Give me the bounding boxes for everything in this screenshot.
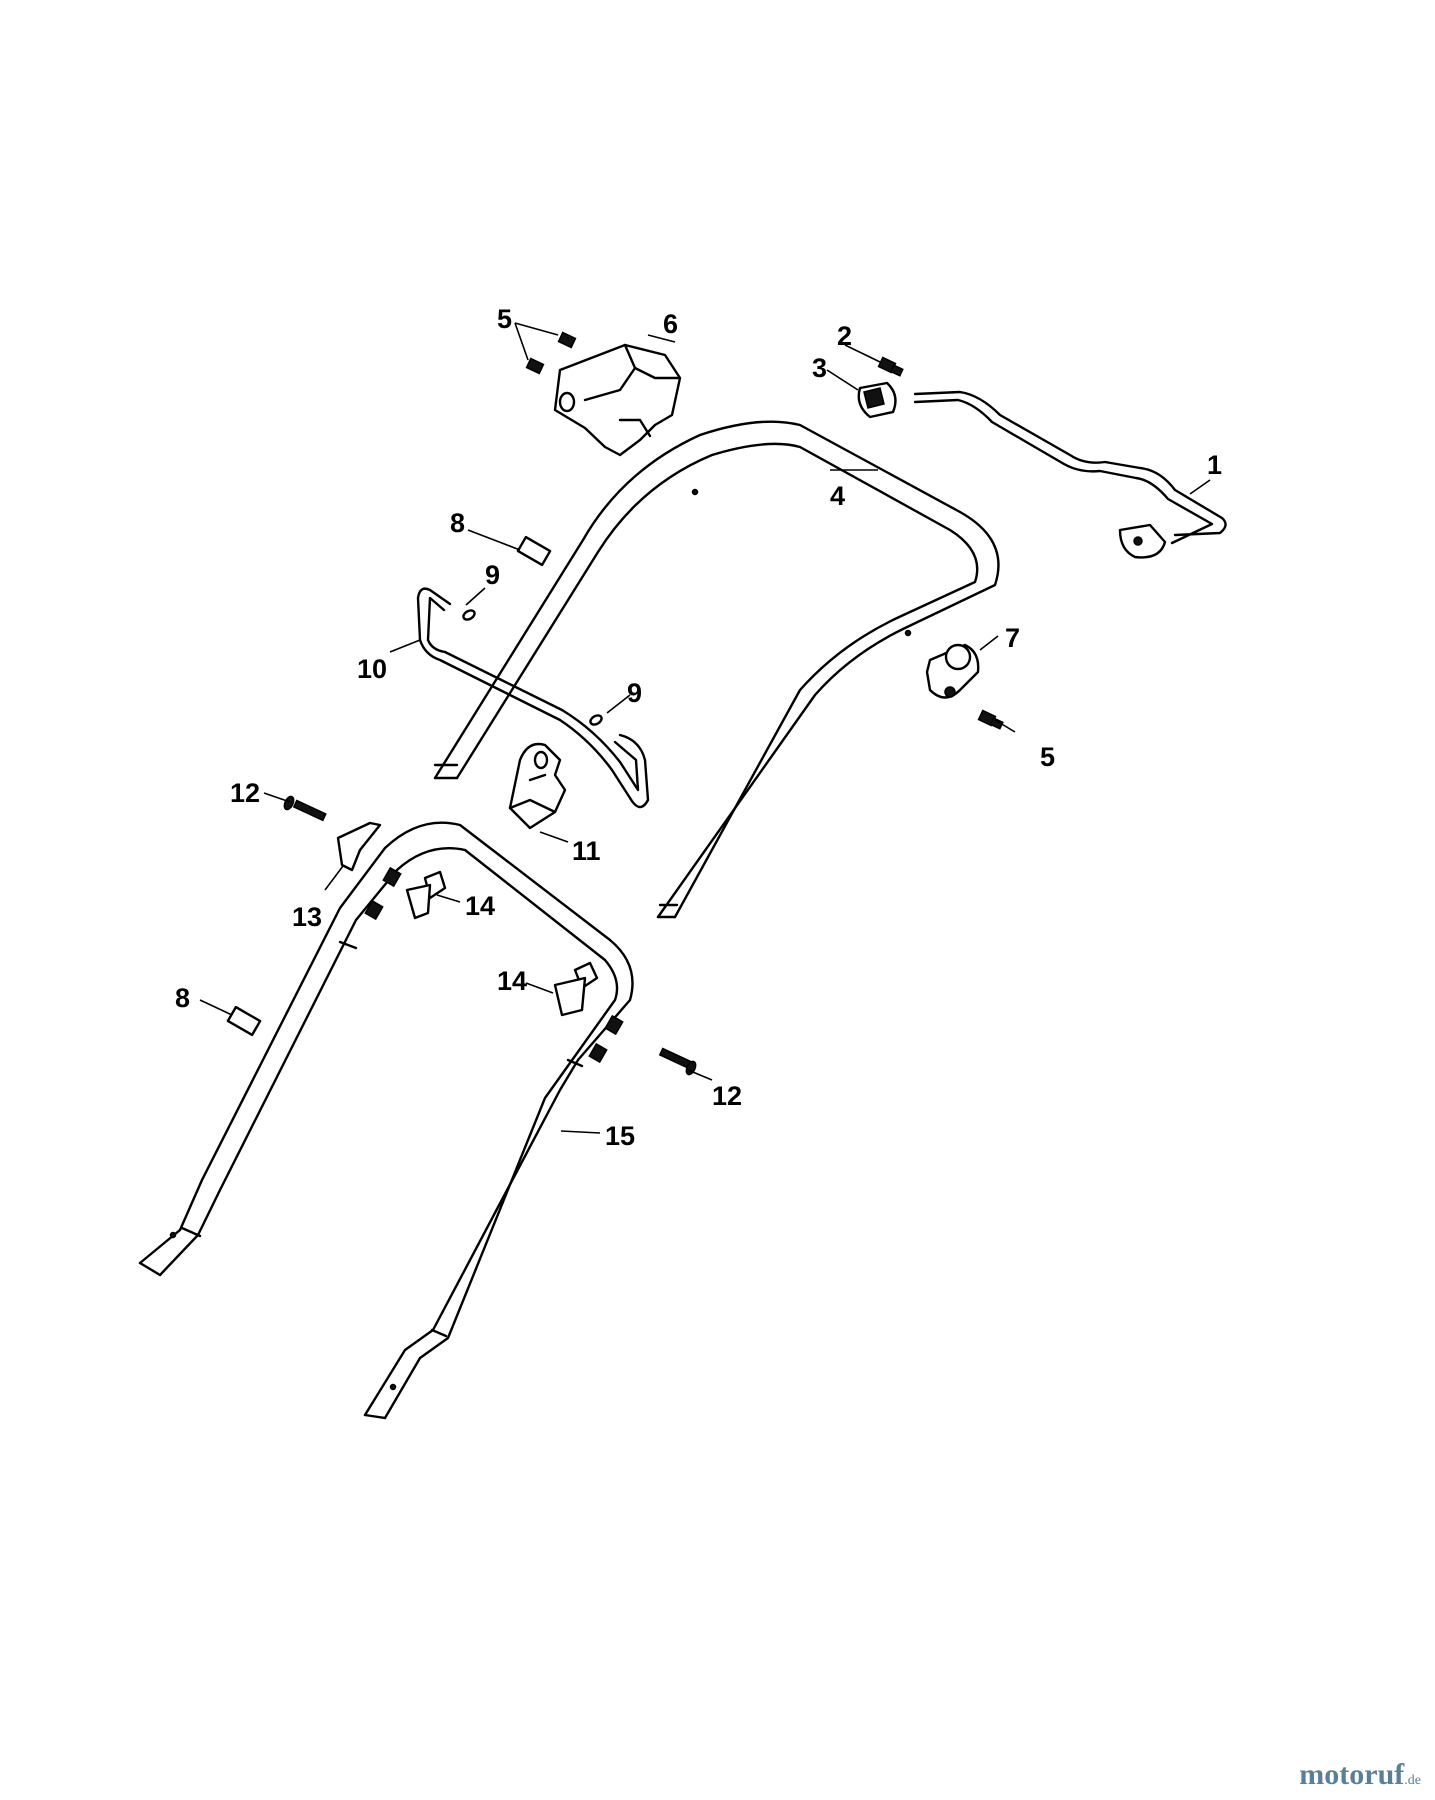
callout-9-lower: 9 bbox=[627, 678, 642, 708]
bolt-part-12-upper bbox=[283, 795, 327, 822]
callout-6: 6 bbox=[663, 309, 678, 339]
leader-lines bbox=[199, 322, 1211, 1134]
callout-8-lower: 8 bbox=[175, 983, 190, 1013]
upper-handle-part-4 bbox=[433, 420, 1000, 919]
clip-part-13 bbox=[336, 821, 382, 872]
clip-part-8-upper bbox=[516, 535, 552, 567]
watermark-tld: .de bbox=[1404, 1773, 1421, 1788]
wing-knob-part-14-lower bbox=[553, 961, 599, 1017]
callout-14-lower: 14 bbox=[497, 966, 527, 996]
clamp-part-7 bbox=[925, 643, 980, 699]
callout-15: 15 bbox=[605, 1121, 635, 1151]
callout-11: 11 bbox=[572, 836, 601, 866]
screw-part-5-top bbox=[525, 331, 577, 375]
callout-1: 1 bbox=[1207, 450, 1222, 480]
control-bail-part-1 bbox=[913, 390, 1227, 559]
lower-handle-part-15 bbox=[138, 821, 634, 1420]
bolt-part-12-lower bbox=[658, 1047, 697, 1076]
washer-part-9 bbox=[462, 609, 603, 726]
callout-8-upper: 8 bbox=[450, 508, 465, 538]
screw-part-5-right bbox=[977, 709, 1004, 730]
clip-part-8-lower bbox=[226, 1005, 262, 1037]
callout-12-lower: 12 bbox=[712, 1081, 742, 1111]
screw-part-2 bbox=[877, 356, 904, 377]
callout-5-top: 5 bbox=[497, 304, 512, 334]
callout-10: 10 bbox=[357, 654, 387, 684]
bracket-part-11 bbox=[508, 742, 567, 830]
watermark-logo: motoruf.de bbox=[1299, 1758, 1421, 1792]
wire-rod-part-10 bbox=[416, 587, 650, 809]
callout-13: 13 bbox=[292, 902, 322, 932]
housing-part-6 bbox=[553, 343, 682, 457]
callout-labels: 1 2 3 4 5 5 6 7 8 8 9 9 10 11 12 12 13 1… bbox=[175, 304, 1222, 1151]
callout-9-upper: 9 bbox=[485, 560, 500, 590]
callout-14-upper: 14 bbox=[465, 891, 495, 921]
callout-12-upper: 12 bbox=[230, 778, 260, 808]
callout-3: 3 bbox=[812, 353, 827, 383]
clamp-part-3 bbox=[857, 381, 897, 419]
callout-7: 7 bbox=[1005, 623, 1020, 653]
callout-2: 2 bbox=[837, 321, 852, 351]
callout-5-right: 5 bbox=[1040, 742, 1055, 772]
wing-knob-part-14-upper bbox=[405, 870, 447, 920]
watermark-brand: motoruf bbox=[1299, 1758, 1405, 1791]
callout-4: 4 bbox=[830, 481, 845, 511]
